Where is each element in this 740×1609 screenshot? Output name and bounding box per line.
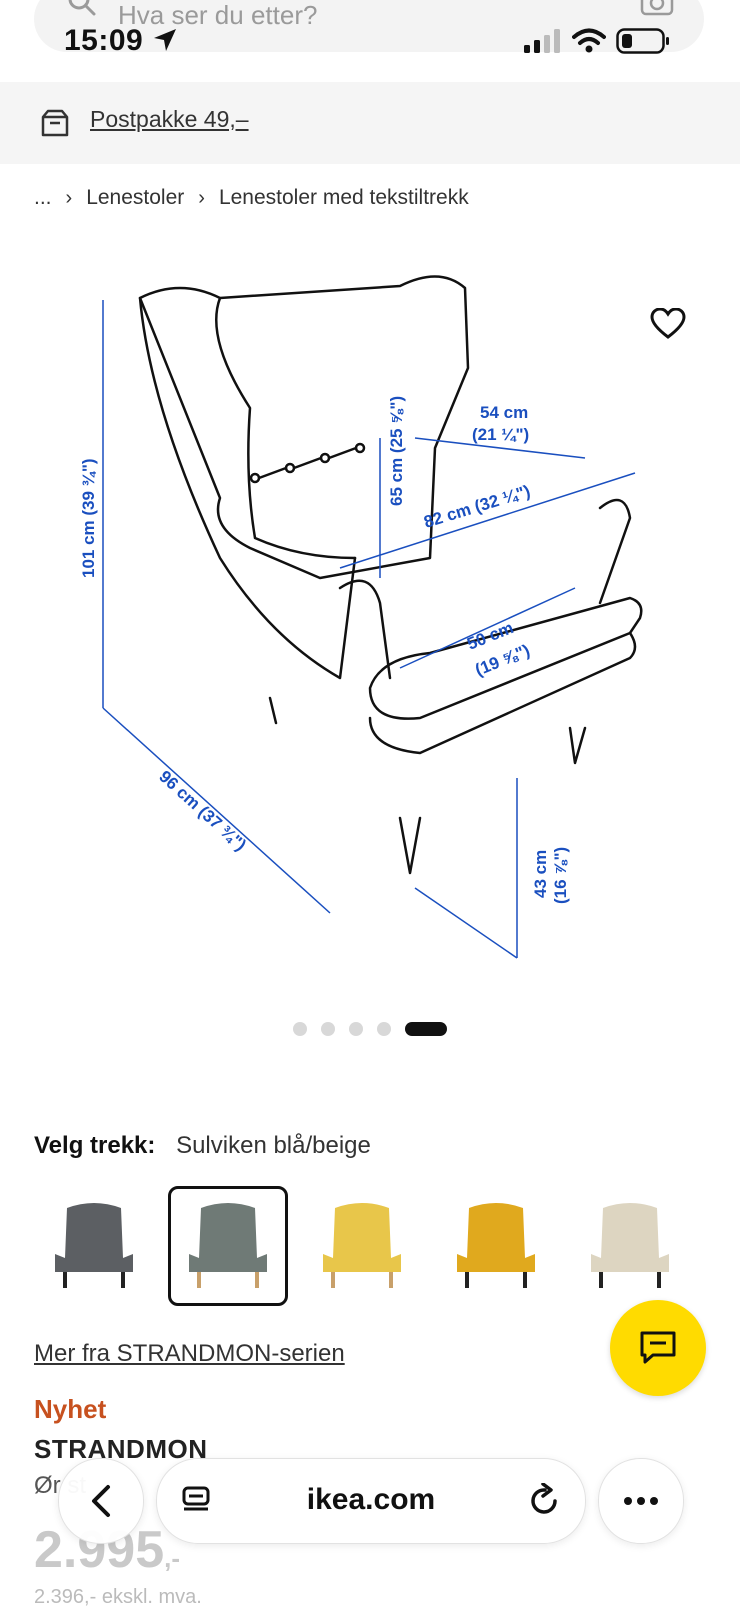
chevron-left-icon [92,1485,110,1517]
carousel-dot[interactable] [321,1022,335,1036]
chat-button[interactable] [610,1300,706,1396]
carousel-dot[interactable] [349,1022,363,1036]
dim-seat-height-cm: 43 cm [531,850,550,898]
dim-depth: 96 cm (37 ¾") [155,767,250,855]
dim-height: 101 cm (39 ¾") [79,458,98,578]
search-bar[interactable]: Hva ser du etter? [34,0,704,52]
search-icon [66,0,98,23]
favorite-button[interactable] [650,307,686,345]
back-button[interactable] [58,1458,144,1544]
cover-swatch[interactable] [302,1186,422,1306]
chevron-right-icon: › [65,186,73,209]
breadcrumb-ellipsis[interactable]: ... [34,186,52,209]
shipping-banner[interactable]: Postpakke 49,– [0,82,740,164]
armchair-thumbnail [457,1203,535,1288]
cover-swatch[interactable] [570,1186,690,1306]
signal-icon [524,29,560,53]
heart-icon [650,307,686,339]
shipping-link[interactable]: Postpakke 49,– [90,106,249,132]
cover-swatch-selected[interactable] [168,1186,288,1306]
breadcrumb-item-armchairs[interactable]: Lenestoler [86,186,185,209]
wifi-icon [572,28,606,53]
new-badge: Nyhet [34,1394,107,1424]
url-text[interactable]: ikea.com [306,1483,436,1516]
cover-label: Velg trekk: [34,1132,156,1159]
cover-selected-value: Sulviken blå/beige [176,1132,371,1159]
breadcrumb: ... › Lenestoler › Lenestoler med teksti… [34,186,469,210]
tabs-icon[interactable] [181,1485,211,1520]
carousel-indicator [0,1022,740,1036]
product-name: STRANDMON [34,1434,208,1464]
price-ex-vat: 2.396,- ekskl. mva. [34,1586,202,1608]
armchair-thumbnail [591,1203,669,1288]
chevron-right-icon: › [198,186,205,209]
chat-icon [640,1331,676,1364]
cover-swatches [34,1186,690,1306]
more-dots-icon [624,1497,658,1505]
more-button[interactable] [598,1458,684,1544]
camera-icon[interactable] [640,0,674,21]
dim-seat-depth-in: (21 ¼") [472,425,529,444]
product-dimension-image[interactable]: 101 cm (39 ¾") 65 cm (25 ⅝") 54 cm (21 ¼… [70,258,670,998]
carousel-dot[interactable] [377,1022,391,1036]
armchair-thumbnail [189,1203,267,1288]
package-icon [40,108,70,143]
armchair-thumbnail [323,1203,401,1288]
location-arrow-icon [154,29,177,51]
carousel-dot[interactable] [293,1022,307,1036]
reload-icon[interactable] [529,1482,561,1522]
series-link[interactable]: Mer fra STRANDMON-serien [34,1340,345,1367]
status-time: 15:09 [64,24,178,58]
dim-back-height: 65 cm (25 ⅝") [387,396,406,506]
carousel-dot-active[interactable] [405,1022,447,1036]
search-placeholder: Hva ser du etter? [118,0,318,30]
status-icons [524,28,670,54]
breadcrumb-item-fabric-armchairs[interactable]: Lenestoler med tekstiltrekk [218,186,469,209]
armchair-thumbnail [55,1203,133,1288]
cover-swatch[interactable] [436,1186,556,1306]
cover-swatch[interactable] [34,1186,154,1306]
status-time-text: 15:09 [64,24,144,57]
dim-seat-depth-cm: 54 cm [480,403,528,422]
cover-selector-label: Velg trekk: Sulviken blå/beige [34,1132,371,1160]
battery-icon [616,28,669,54]
chair-outline [138,275,470,580]
address-bar[interactable]: ikea.com [156,1458,586,1544]
dim-seat-height-in: (16 ⅞") [551,847,570,904]
price-suffix: ,- [164,1543,181,1573]
